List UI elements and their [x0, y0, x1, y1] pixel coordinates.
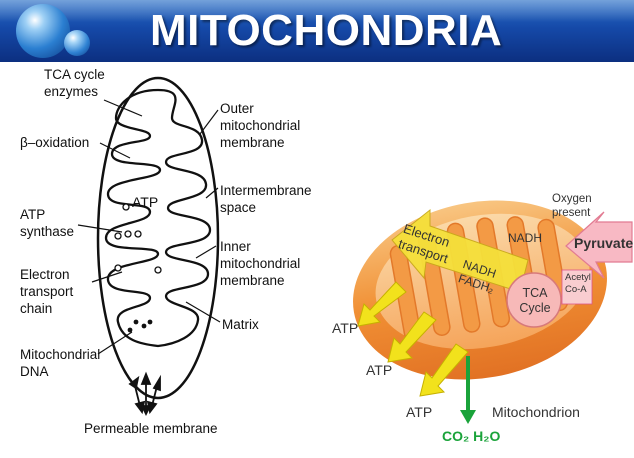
synthase-dot	[124, 230, 132, 238]
atp-arrows	[357, 281, 469, 397]
permeable-arrows	[128, 371, 161, 417]
label-beta-oxidation: β–oxidation	[20, 135, 90, 150]
synthase-dot	[154, 266, 162, 274]
label-nadh-top: NADH	[508, 231, 542, 245]
dna-dot	[147, 319, 153, 325]
tca-cycle-circle	[506, 272, 562, 328]
label-co2-h2o: CO₂ H₂O	[442, 428, 501, 444]
globe-icon-small	[64, 30, 90, 56]
atp-arrow-2	[387, 311, 437, 363]
dna-dot	[127, 327, 133, 333]
synthase-dot	[114, 232, 122, 240]
co2-h2o-arrow	[460, 356, 476, 424]
acetyl-coa-box	[561, 269, 593, 305]
label-inner-membrane: Inner mitochondrial membrane	[220, 239, 301, 288]
label-atp-2: ATP	[366, 362, 393, 378]
label-atp-1: ATP	[332, 320, 359, 336]
label-atp-synthase: ATP synthase	[20, 207, 75, 239]
dna-dot	[141, 323, 147, 329]
globe-icon-large	[16, 4, 70, 58]
label-outer-membrane: Outer mitochondrial membrane	[220, 101, 301, 150]
label-tca-enzymes: TCA cycle enzymes	[44, 67, 105, 99]
label-matrix: Matrix	[222, 317, 259, 332]
dna-dot	[133, 319, 139, 325]
label-pyruvate: Pyruvate	[574, 235, 633, 251]
label-mitochondrial-dna: Mitochondrial DNA	[20, 347, 101, 379]
inner-membrane	[104, 88, 212, 348]
label-intermembrane-space: Intermembrane space	[220, 183, 312, 215]
label-mitochondrion: Mitochondrion	[492, 404, 580, 420]
atp-synthase-particles	[114, 203, 162, 274]
label-oxygen-present: Oxygen present	[552, 193, 592, 219]
synthase-dot	[134, 230, 142, 238]
label-acetyl-coa: Acetyl Co-A	[565, 272, 591, 295]
title-banner: MITOCHONDRIA	[0, 0, 634, 62]
label-permeable-membrane: Permeable membrane	[84, 421, 218, 436]
pyruvate-arrow	[565, 211, 633, 279]
outer-membrane	[96, 76, 220, 400]
leader-lines	[77, 99, 221, 355]
atp-inner-label: ATP	[132, 194, 158, 210]
page-title: MITOCHONDRIA	[150, 6, 503, 55]
label-electron-transport-chain: Electron transport chain	[20, 267, 74, 316]
atp-arrow-1	[357, 281, 407, 327]
atp-arrow-3	[419, 343, 469, 397]
banner-shine	[0, 0, 634, 22]
label-atp-3: ATP	[406, 404, 433, 420]
synthase-dot	[114, 264, 122, 272]
label-tca-cycle: TCA Cycle	[519, 286, 551, 315]
synthase-dot	[122, 203, 130, 211]
mitochondrial-dna-dots	[127, 319, 153, 333]
